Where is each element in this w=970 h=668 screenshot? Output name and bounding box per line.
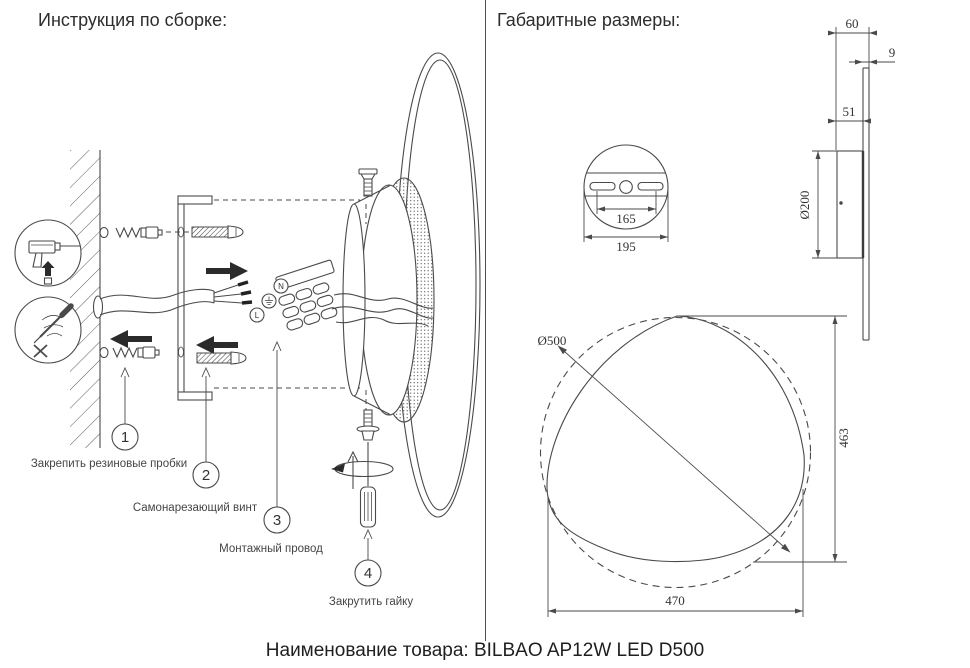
- push-arrow-plug: [110, 330, 152, 348]
- bottom-stud-nut: [356, 409, 380, 486]
- svg-text:51: 51: [843, 104, 856, 119]
- wall: [70, 150, 109, 448]
- lamp-wires: [331, 293, 434, 327]
- lamp-rear-housing: [342, 177, 435, 423]
- step-2-marker: 2 Самонарезающий винт: [133, 366, 258, 514]
- step-3-label: Монтажный провод: [219, 543, 323, 555]
- step-1-marker: 1 Закрепить резиновые пробки: [31, 366, 187, 470]
- product-name: Наименование товара: BILBAO AP12W LED D5…: [265, 640, 705, 661]
- step-3-marker: 3 Монтажный провод: [219, 340, 323, 555]
- svg-text:165: 165: [616, 211, 636, 226]
- step-1-number: 1: [121, 429, 129, 446]
- tighten-up-arrow: [347, 450, 359, 489]
- dim-panel-thickness: 9: [849, 45, 895, 65]
- step-2-label: Самонарезающий винт: [133, 502, 258, 514]
- step-1-label: Закрепить резиновые пробки: [31, 458, 187, 470]
- step-4-marker: 4 Закрутить гайку: [329, 528, 413, 608]
- dim-housing-diameter: Ø200: [797, 150, 837, 259]
- dim-width: 470: [547, 489, 804, 617]
- svg-text:470: 470: [665, 593, 685, 608]
- front-view: Ø500 463 470: [538, 315, 851, 617]
- connect-arrow: [206, 262, 248, 280]
- dim-height: 463: [677, 315, 851, 563]
- nut-tool: [359, 486, 377, 528]
- dimensions-diagram: 165 195: [538, 16, 895, 617]
- svg-text:9: 9: [889, 45, 896, 60]
- rotation-arrow: [331, 460, 394, 478]
- dim-disc-diameter: Ø500: [538, 333, 791, 553]
- terminal-label-n: N: [278, 282, 284, 291]
- mounting-bracket: [177, 195, 213, 401]
- svg-text:60: 60: [846, 16, 859, 31]
- assembly-diagram: N L: [14, 52, 481, 608]
- terminal-label-l: L: [255, 311, 260, 320]
- panel-divider: [485, 0, 486, 641]
- dim-total-depth: 60: [828, 16, 877, 150]
- svg-text:Ø500: Ø500: [538, 333, 567, 348]
- drill-icon: [14, 219, 82, 287]
- bracket-detail-view: 165 195: [583, 144, 669, 254]
- svg-text:Ø200: Ø200: [797, 191, 812, 220]
- alignment-dashes: [214, 199, 367, 410]
- step-4-number: 4: [364, 565, 372, 582]
- terminal-block: N L: [249, 259, 338, 331]
- assembly-title: Инструкция по сборке:: [38, 10, 228, 30]
- side-view: 60 9 51 Ø200: [797, 16, 895, 341]
- earth-icon: [265, 296, 273, 305]
- step-2-number: 2: [202, 467, 210, 484]
- step-4-label: Закрутить гайку: [329, 596, 413, 608]
- dim-housing-depth: 51: [828, 104, 871, 124]
- power-cable: [99, 280, 253, 316]
- svg-text:195: 195: [616, 239, 636, 254]
- top-screw: [358, 168, 378, 197]
- dim-slot-spacing: 165: [596, 191, 657, 226]
- step-3-number: 3: [273, 512, 281, 529]
- svg-text:463: 463: [836, 428, 851, 448]
- screw-lower: [196, 351, 247, 365]
- dim-bracket-width: 195: [583, 190, 669, 254]
- no-screwdriver-icon: [14, 296, 82, 364]
- screw-upper: [191, 225, 244, 239]
- push-arrow-screw: [196, 336, 238, 354]
- dimensions-title: Габаритные размеры:: [497, 10, 681, 30]
- wall-plug-lower: [112, 346, 160, 359]
